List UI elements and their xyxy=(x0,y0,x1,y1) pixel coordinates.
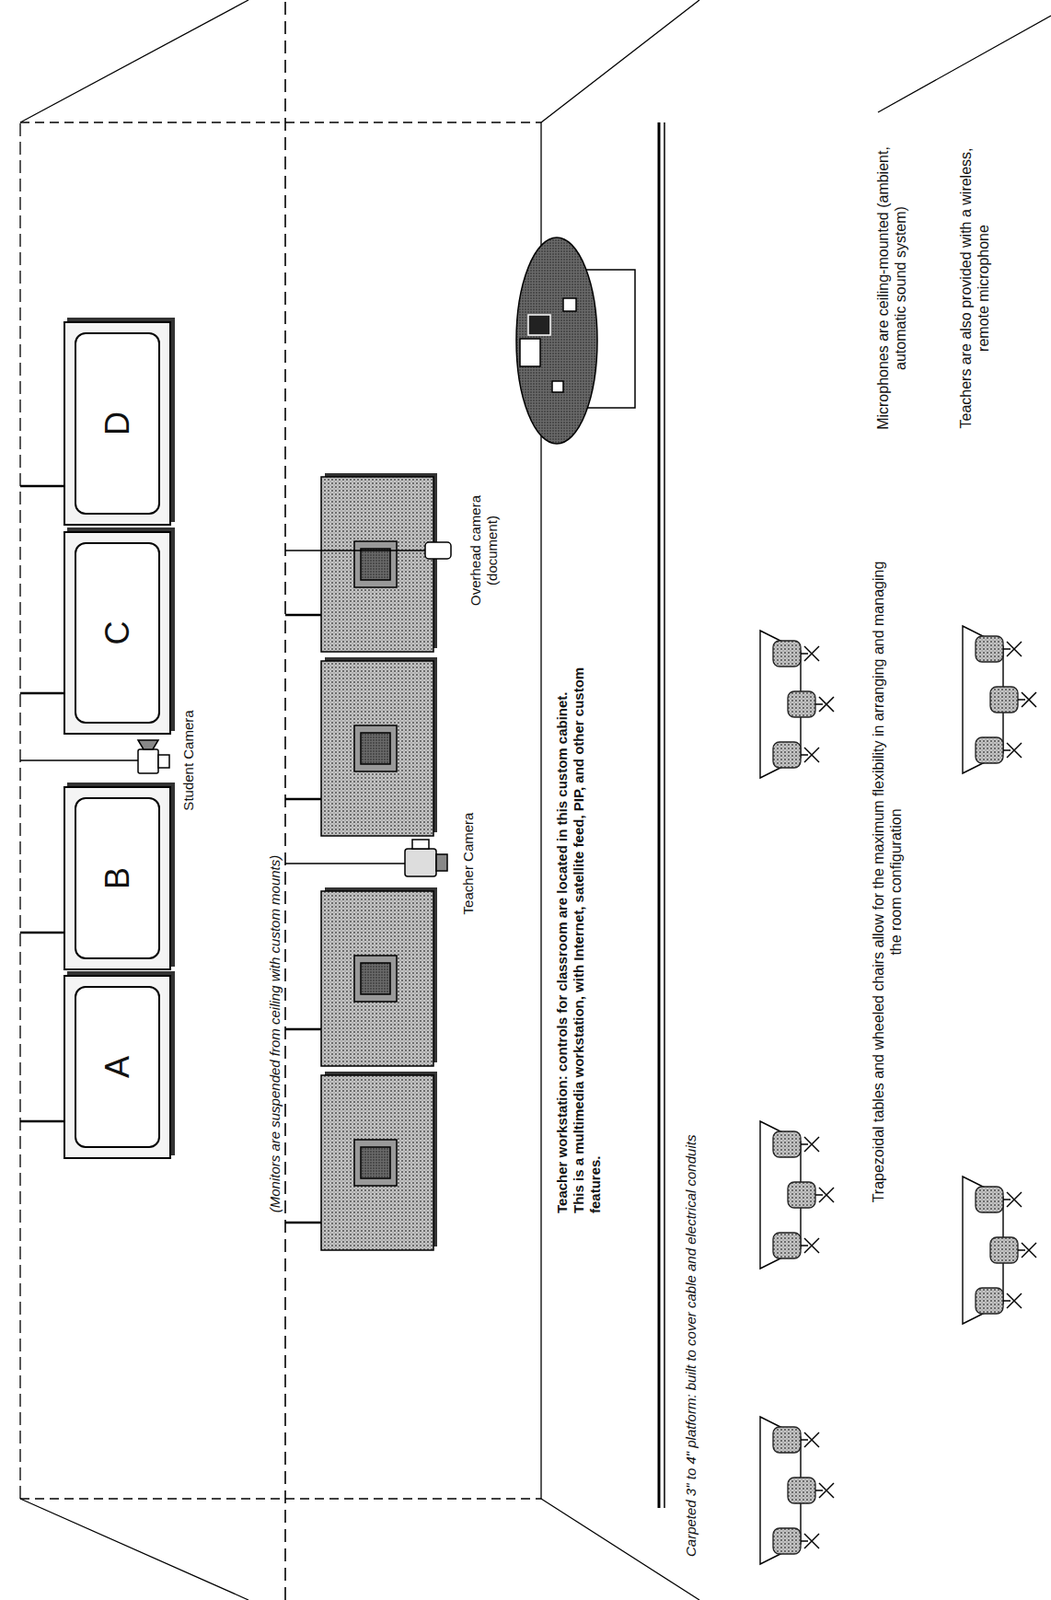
wheeled-chair xyxy=(787,1181,834,1208)
label-patch: (Monitors are suspended from ceiling wit… xyxy=(265,851,284,1217)
ceiling-line xyxy=(19,122,21,1499)
monitor-letter: B xyxy=(101,866,135,890)
wheeled-chair xyxy=(773,1232,820,1259)
perspective-line xyxy=(20,1498,249,1600)
perspective-line xyxy=(541,0,700,123)
student-tables xyxy=(760,625,1037,1564)
teacher-camera-icon xyxy=(285,839,448,877)
wheeled-chair xyxy=(787,691,834,717)
overhead-camera-icon xyxy=(285,542,451,559)
monitor-letter: C xyxy=(101,621,135,646)
wheeled-chair xyxy=(773,640,820,667)
teacher-workstation-cabinet xyxy=(516,237,636,444)
note-label: Teacher Camera xyxy=(460,780,477,947)
teacher-monitors xyxy=(321,473,438,1250)
note-label: Teachers are also provided with a wirele… xyxy=(957,136,993,440)
student-camera-icon xyxy=(20,739,170,774)
perspective-line xyxy=(541,1498,700,1600)
table-group xyxy=(760,630,834,778)
monitor-letter: D xyxy=(101,411,135,436)
perspective-line xyxy=(20,0,249,123)
monitor-box: D xyxy=(63,321,172,526)
table-group xyxy=(760,1416,834,1564)
table-group xyxy=(962,625,1037,774)
wheeled-chair xyxy=(975,1186,1022,1213)
table-group xyxy=(962,1176,1037,1324)
room-outline xyxy=(20,0,1051,1600)
wheeled-chair xyxy=(990,686,1037,713)
monitor-box: A xyxy=(63,974,172,1159)
wheeled-chair xyxy=(773,1131,820,1157)
note-label: Trapezoidal tables and wheeled chairs al… xyxy=(869,550,905,1213)
wheeled-chair xyxy=(773,741,820,768)
wall-corner xyxy=(20,1497,542,1499)
table-group xyxy=(760,1120,834,1269)
wheeled-chair xyxy=(975,1287,1022,1314)
note-label: Teacher workstation: controls for classr… xyxy=(554,660,604,1213)
wall-corner xyxy=(20,121,542,123)
wheeled-chair xyxy=(773,1426,820,1453)
wheeled-chair xyxy=(990,1236,1037,1263)
wheeled-chair xyxy=(773,1527,820,1554)
platform-edge xyxy=(658,122,665,1508)
monitor-box: C xyxy=(63,531,172,735)
perspective-line xyxy=(877,15,1051,113)
wheeled-chair xyxy=(787,1477,834,1503)
monitor-mounts xyxy=(20,485,322,1223)
monitor-box: B xyxy=(63,785,172,971)
note-label: Carpeted 3" to 4" platform: built to cov… xyxy=(682,801,700,1557)
monitor-letter: A xyxy=(101,1055,135,1078)
note-label: (Monitors are suspended from ceiling wit… xyxy=(266,775,284,1292)
wheeled-chair xyxy=(975,737,1022,763)
note-label: Student Camera xyxy=(180,677,197,844)
note-label: Overhead camera (document) xyxy=(467,481,501,620)
note-label: Microphones are ceiling-mounted (ambient… xyxy=(874,145,910,431)
wheeled-chair xyxy=(975,635,1022,662)
